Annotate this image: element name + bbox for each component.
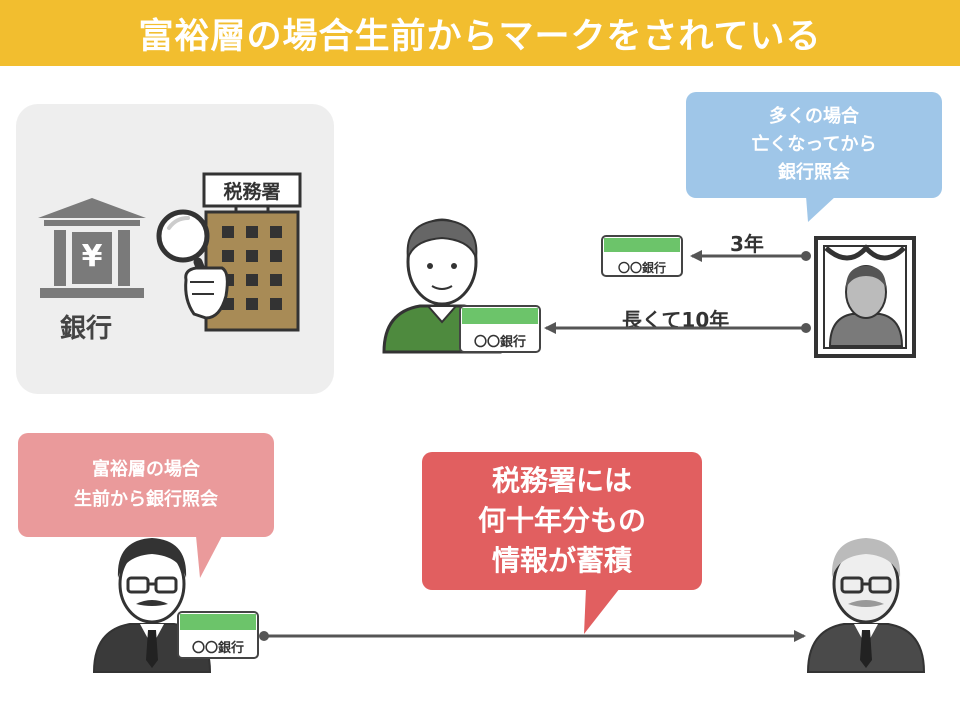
tax-office-building-icon [202,172,302,332]
passbook-icon [177,611,259,659]
bubble-line: 情報が蓄積 [491,544,632,577]
bubble-tail-red [584,588,620,634]
bubble-line: 税務署には [491,464,632,497]
bank-yen-sign: ¥ [82,239,103,274]
passbook-label: 〇〇銀行 [192,640,244,656]
magnifying-glass-icon [156,209,229,320]
passbook-icon [601,235,683,277]
tax-office-sign: 税務署 [223,180,280,203]
arrow-origin-dot [801,323,811,333]
bank-label: 銀行 [60,314,113,344]
deceased-portrait-icon [814,236,916,358]
arrow-origin-dot [801,251,811,261]
bubble-line: 生前から銀行照会 [74,489,218,510]
arrow-origin-dot [259,631,269,641]
bubble-tail-blue [806,196,836,222]
bubble-tail-pink [196,536,222,578]
page-title: 富裕層の場合生前からマークをされている [138,16,822,57]
passbook-label: 〇〇銀行 [618,260,666,275]
wealthy-man-young-icon [92,538,212,673]
bubble-line: 富裕層の場合 [92,459,200,480]
bubble-line: 多くの場合 [769,106,859,127]
wealthy-man-old-icon [806,538,926,673]
header-bar: 富裕層の場合生前からマークをされている [0,0,960,66]
bubble-usually-after-death: 多くの場合 亡くなってから 銀行照会 [686,92,942,198]
bank-icon [38,198,146,298]
passbook-label: 〇〇銀行 [474,334,526,350]
bubble-line: 亡くなってから [751,134,877,155]
label-three-years: 3年 [730,232,764,256]
passbook-icon [459,305,541,353]
bubble-wealthy-before-death: 富裕層の場合 生前から銀行照会 [18,433,274,537]
bubble-line: 何十年分もの [477,504,646,537]
bubble-line: 銀行照会 [778,162,850,183]
bubble-tax-office-records: 税務署には 何十年分もの 情報が蓄積 [422,452,702,590]
